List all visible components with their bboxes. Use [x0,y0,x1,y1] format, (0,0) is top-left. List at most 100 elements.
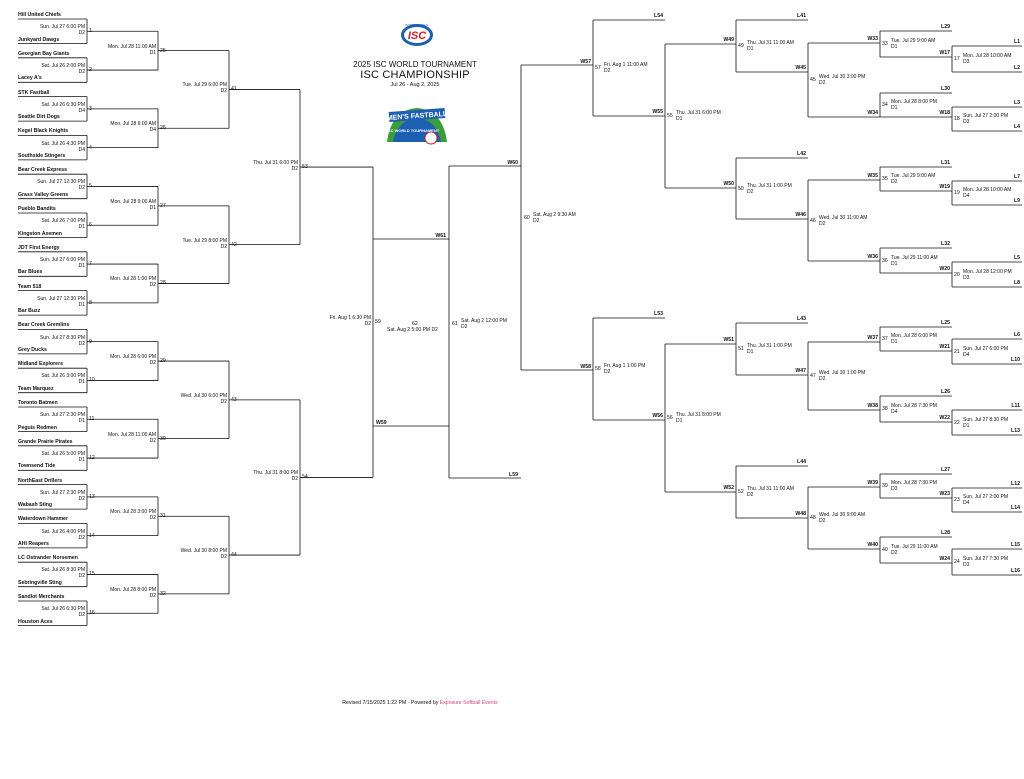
game-diamond: D2 [78,612,85,619]
team-name[interactable]: STK Fastball [18,89,50,96]
team-name[interactable]: Peguis Redmen [18,424,57,431]
game-number: 27 [160,202,166,209]
team-name[interactable]: Grey Ducks [18,346,47,353]
game-time: Mon. Jul 28 11:00 AM [108,43,156,50]
game-diamond: D1 [891,44,898,50]
game-time: Tue. Jul 29 9:00 AM [891,173,936,179]
team-name[interactable]: Kegel Black Knights [18,128,69,135]
game-time: Wed. Jul 30 9:00 AM [819,512,866,518]
game-number: 60 [524,215,530,221]
team-name[interactable]: JDT First Energy [18,244,60,251]
feed-label: W36 [867,254,878,260]
game-diamond: D2 [819,220,826,227]
team-name[interactable]: Southside Stingers [18,152,66,159]
game-number: 50 [738,185,744,192]
game-time: Tue. Jul 29 8:00 PM [182,237,227,244]
team-name[interactable]: Midland Explorers [18,361,63,368]
game-time: Wed. Jul 30 3:00 PM [819,74,866,80]
game-number: 35 [882,176,888,182]
team-name[interactable]: Sandlot Merchants [18,594,65,600]
team-name[interactable]: Georgian Bay Giants [18,50,70,57]
game-diamond: D1 [747,46,754,52]
team-name[interactable]: Houston Aces [18,618,53,625]
tournament-subtitle: 2025 ISC WORLD TOURNAMENT [353,60,477,69]
team-name[interactable]: Team Marquez [18,385,54,392]
feed-label: L43 [797,316,806,322]
game-time: Tue. Jul 29 9:00 AM [891,38,936,44]
game-number: 14 [89,532,95,539]
game-number: 42 [231,241,237,248]
team-name[interactable]: Toronto Batmen [18,400,58,406]
game-time: Sun. Jul 27 6:00 PM [963,345,1009,352]
game-diamond: D2 [461,324,468,330]
feed-label: L53 [654,311,663,317]
isc-logo-small: ISC INTERNATIONAL [401,23,433,46]
game-time: Sun. Jul 27 2:30 PM [39,489,85,496]
feed-label: W20 [939,266,950,272]
feed-label: L6 [1013,332,1020,338]
feed-label: L1 [1013,39,1020,45]
team-name[interactable]: Bar Buzz [18,308,41,315]
game-number: 24 [954,559,960,565]
team-name[interactable]: LC Ostrander Norsemen [18,555,78,562]
team-name[interactable]: Wabash Sting [18,502,53,509]
team-name[interactable]: Townsend Tide [18,463,56,470]
feed-label: L14 [1011,505,1020,511]
game-time: Mon. Jul 28 6:00 PM [891,333,937,339]
game-number: 6 [89,222,92,229]
team-name[interactable]: Hill United Chiefs [18,12,61,18]
team-name[interactable]: Seattle Dirt Dogs [18,114,60,121]
logo-small-caption: INTERNATIONAL [405,23,429,27]
game-time: Sat. Jul 26 5:00 PM [41,451,85,458]
game-diamond: D2 [78,69,85,76]
l59-label: L59 [509,472,518,478]
team-name[interactable]: Grass Valley Greens [18,191,69,198]
team-name[interactable]: Bar Blues [18,269,43,276]
team-name[interactable]: Bear Creek Gremlins [18,322,70,329]
feed-label: W49 [723,37,734,43]
team-name[interactable]: AHI Reapers [18,540,49,547]
game-number: 23 [954,497,960,503]
team-name[interactable]: Sebringville Sting [18,579,62,586]
game-diamond: D3 [891,486,898,492]
game-number: 47 [810,373,816,379]
game-number: 56 [667,415,673,421]
game-diamond: D3 [963,562,970,568]
game-number: 26 [160,125,166,132]
team-name[interactable]: NorthEast Drillers [18,477,63,484]
team-name[interactable]: Grande Prairie Pirates [18,438,73,445]
team-name[interactable]: Junkyard Dawgs [18,36,60,43]
game-time: Sat. Jul 26 2:00 PM [41,63,85,70]
powered-by-link[interactable]: Exposure Softball Events [439,700,498,706]
game-number: 38 [882,406,888,412]
team-name[interactable]: Waterdown Hammer [18,516,68,523]
game-number: 21 [954,348,960,355]
feed-label: L8 [1013,280,1020,286]
feed-label: W45 [795,65,806,71]
game-time: Tue. Jul 29 6:00 PM [182,82,227,89]
team-name[interactable]: Bear Creek Express [18,167,68,174]
game-diamond: D2 [533,218,540,224]
team-name[interactable]: Lacey A's [18,75,42,82]
game-number: 11 [89,416,95,423]
game-number: 7 [89,261,92,268]
team-name[interactable]: Kingston Axemen [18,230,62,237]
game-diamond: D2 [220,398,227,405]
feed-label: W52 [723,485,734,491]
feed-label: W37 [867,335,878,341]
game-diamond: D1 [891,260,898,267]
game-time: Sun. Jul 27 2:00 PM [963,113,1009,119]
game-diamond: D4 [149,127,156,134]
game-time: Thu. Jul 31 11:00 AM [747,486,794,492]
game-time: Sat. Jul 26 6:30 PM [41,101,85,108]
game-diamond: D2 [220,88,227,95]
game-number: 53 [302,164,308,171]
game-number: 16 [89,610,95,617]
game-diamond: D2 [291,166,298,173]
game-diamond: D1 [891,105,898,111]
game-number: 4 [89,144,92,151]
game-number: 41 [231,86,237,93]
team-name[interactable]: Team 518 [18,283,42,290]
game-time: Sat. Aug 2 12:00 PM [461,318,507,324]
team-name[interactable]: Pueblo Bandits [18,206,56,212]
